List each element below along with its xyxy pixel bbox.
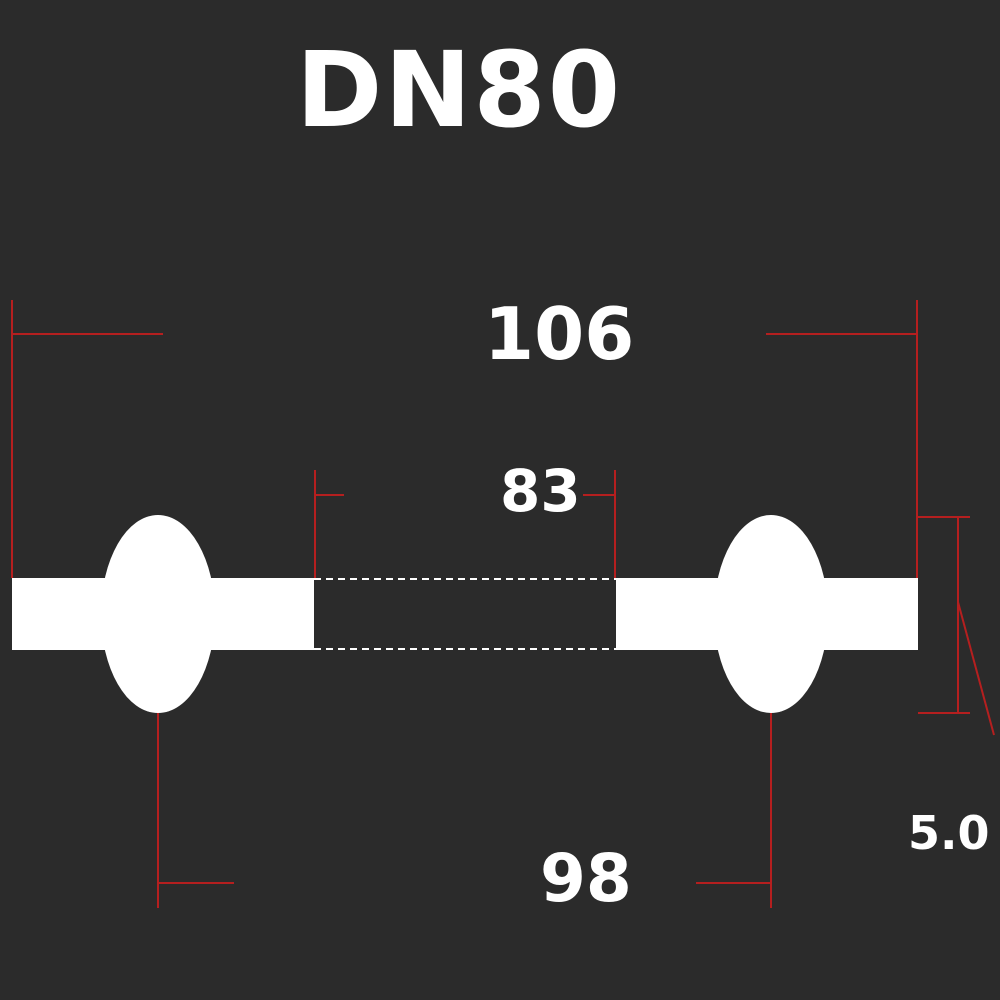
dim-line-thickness-leader: [957, 601, 995, 736]
diagram-title: DN80: [296, 29, 623, 151]
dimension-lines: [11, 300, 995, 908]
gasket-body: [12, 515, 918, 713]
dim-line-inner-left: [314, 494, 344, 578]
bolt-hole-left: [101, 515, 215, 713]
bore-outline: [314, 578, 616, 650]
inner-diameter-label: 83: [500, 457, 581, 525]
bolt-hole-right: [714, 515, 828, 713]
dim-line-bolt-left: [157, 713, 234, 884]
dim-line-bolt-right: [696, 713, 772, 884]
thickness-label: 5.0: [908, 806, 990, 860]
outer-diameter-label: 106: [484, 292, 635, 376]
dim-line-inner-right: [583, 494, 616, 578]
bolt-circle-label: 98: [540, 840, 632, 917]
